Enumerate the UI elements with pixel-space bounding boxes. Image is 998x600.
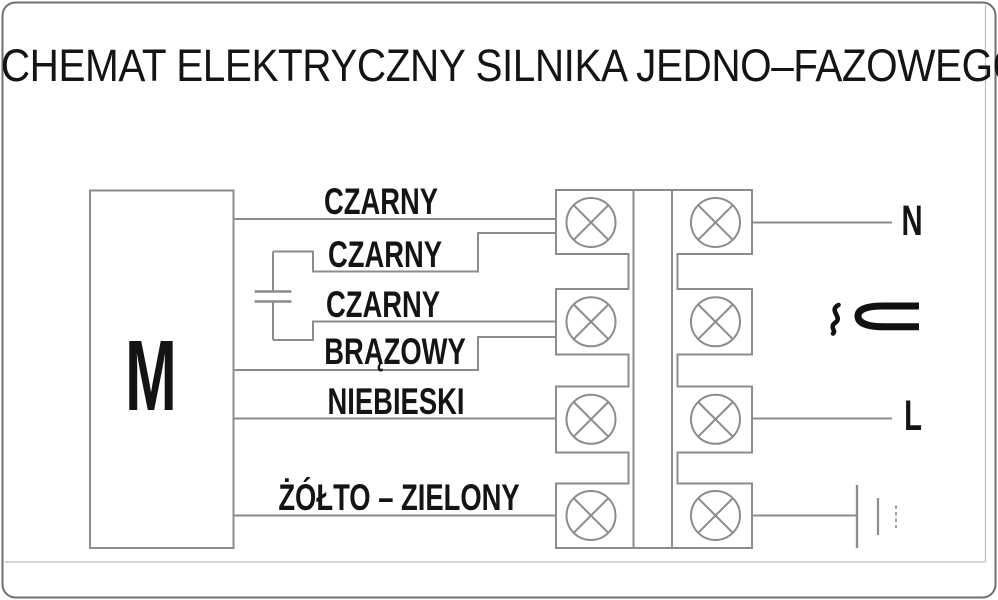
terminal-screw-icon: [690, 197, 741, 248]
image-edge: [5, 5, 987, 563]
terminal-right-column: [671, 189, 753, 549]
terminal-screw-icon: [565, 197, 617, 248]
terminal-screw-icon: [565, 490, 617, 541]
wire-brazowy: [233, 336, 556, 371]
terminal-block: [555, 189, 753, 549]
wire-label-czarny-1: CZARNY: [323, 181, 439, 222]
terminal-spine: [632, 189, 673, 549]
terminal-screw-icon: [565, 393, 617, 445]
wire-label-niebieski: NIEBIESKI: [327, 381, 465, 422]
earth-ground-icon: [855, 485, 897, 548]
ac-tilde-icon: [830, 302, 841, 336]
line-terminal-label: L: [904, 392, 922, 440]
ac-supply-icon: [830, 302, 919, 336]
terminal-screw-icon: [565, 296, 617, 348]
motor-label: M: [125, 320, 177, 432]
wire-label-brazowy: BRĄZOWY: [324, 331, 466, 372]
motor-box: [89, 189, 235, 549]
plug-icon: [854, 302, 919, 331]
diagram-title: SCHEMAT ELEKTRYCZNY SILNIKA JEDNO–FAZOWE…: [0, 40, 998, 91]
wire-czarny-capacitor-top: [273, 232, 556, 273]
wire-czarny-capacitor-bottom: [273, 320, 556, 341]
terminal-screw-icon: [690, 393, 741, 445]
neutral-terminal-label: N: [901, 197, 923, 245]
wire-label-czarny-3: CZARNY: [325, 284, 441, 325]
terminal-screw-icon: [690, 296, 741, 348]
capacitor-icon: [254, 251, 292, 340]
wire-label-zolto-zielony: ŻÓŁTO – ZIELONY: [278, 477, 520, 518]
wire-label-czarny-2: CZARNY: [327, 234, 443, 275]
terminal-left-column: [555, 189, 635, 549]
terminal-screws: [565, 197, 741, 541]
terminal-screw-icon: [690, 490, 741, 541]
